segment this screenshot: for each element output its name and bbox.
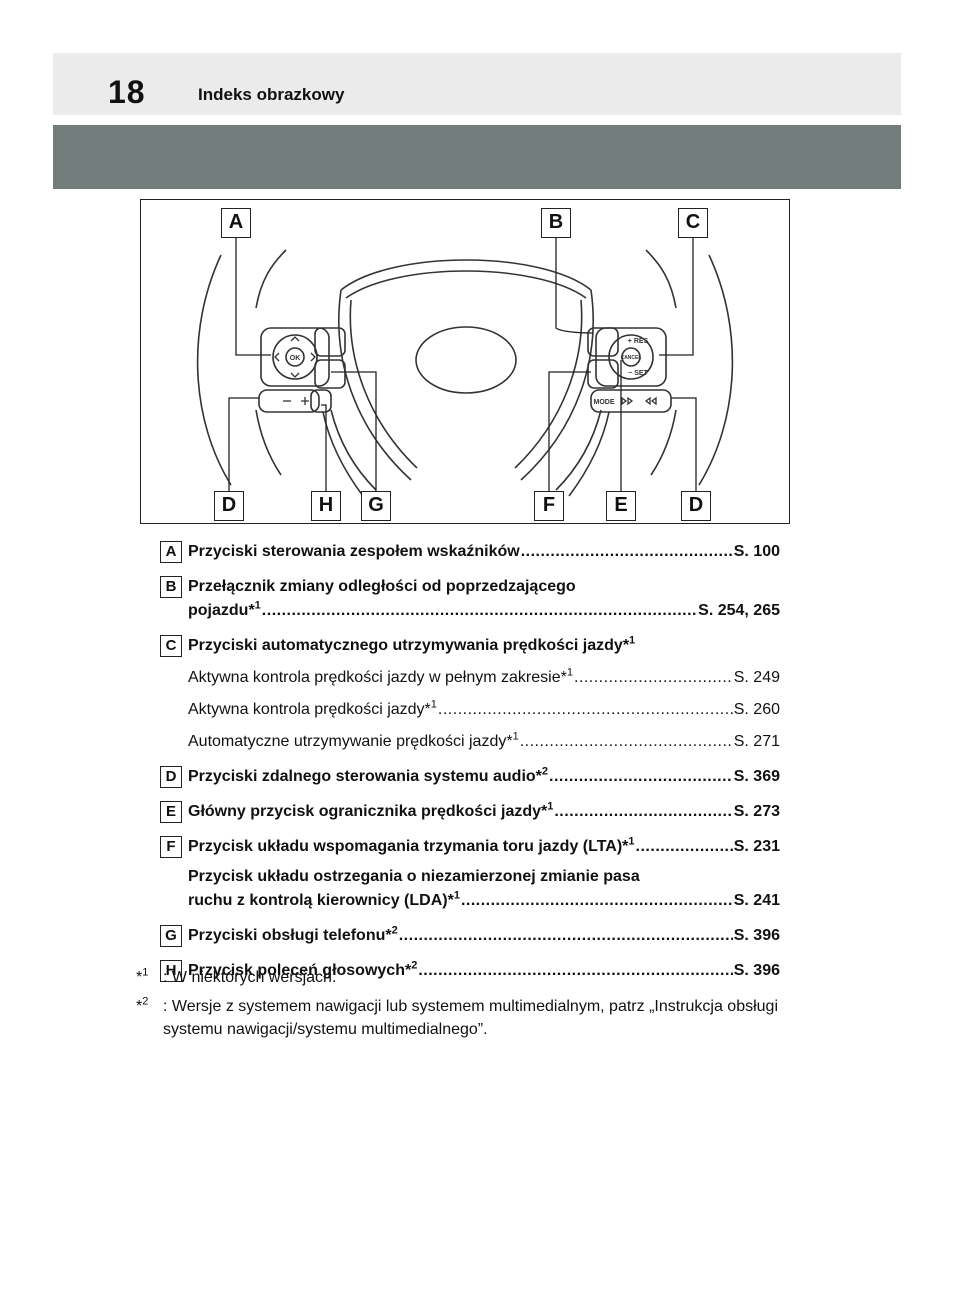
entry-key: B [160,576,182,598]
page-number: 18 [108,74,146,110]
entry-heading: Przyciski automatycznego utrzymywania pr… [188,637,630,654]
entry-page: S. 241 [733,892,780,909]
footnote-ref: 1 [629,634,636,647]
entry-text: pojazdu* [188,602,255,619]
arrow-icons [274,336,657,406]
footnote-ref: 1 [254,599,261,612]
cancel-button-label: CANCEL [621,355,642,361]
entry-h: H Przycisk poleceń głosowych*2 S. 396 [160,959,780,983]
label-g: G [361,491,391,521]
entry-sub-text: Aktywna kontrola prędkości jazdy w pełny… [188,669,567,686]
entry-key: E [160,801,182,823]
entry-text: Przyciski obsługi telefonu* [188,927,392,944]
label-c: C [678,208,708,238]
entry-key: C [160,635,182,657]
steering-wheel-figure: OK + RES CANCEL − SET MODE [140,199,790,524]
entry-page: S. 271 [733,733,780,750]
entry-sub-text: Automatyczne utrzymywanie prędkości jazd… [188,733,513,750]
entry-page: S. 369 [733,768,780,785]
entry-page: S. 260 [733,701,780,718]
header-bar [53,53,901,115]
entry-text: Przełącznik zmiany odległości od poprzed… [188,578,576,595]
entry-text: Przycisk układu ostrzegania o niezamierz… [188,868,640,885]
footnote-text: : Wersje z systemem nawigacji lub system… [163,998,779,1038]
set-button-label: − SET [628,370,648,377]
section-title: Indeks obrazkowy [198,85,345,104]
entry-e: E Główny przycisk ogranicznika prędkości… [160,800,780,824]
footnote-ref: 1 [566,666,573,679]
entry-d: D Przyciski zdalnego sterowania systemu … [160,765,780,789]
res-button-label: + RES [628,338,649,345]
entry-page: S. 100 [733,543,780,560]
footnote-ref: 2 [391,924,398,937]
entry-page: S. 273 [733,803,780,820]
label-d-left: D [214,491,244,521]
entry-page: S. 254, 265 [698,602,780,619]
label-h: H [311,491,341,521]
steering-wheel-diagram: OK + RES CANCEL − SET MODE [196,235,734,497]
entry-f: F Przycisk układu wspomagania trzymania … [160,835,780,913]
entry-key: F [160,836,182,858]
mode-button-label: MODE [594,399,615,406]
entry-text: Przycisk poleceń głosowych* [188,962,412,979]
legend-entries: A Przyciski sterowania zespołem wskaźnik… [160,540,780,994]
entry-c: C Przyciski automatycznego utrzymywania … [160,634,780,754]
entry-text: Przyciski zdalnego sterowania systemu au… [188,768,542,785]
footnote-2: *2 : Wersje z systemem nawigacji lub sys… [136,995,779,1038]
footnotes: *1 : W niektórych wersjach. *2 : Wersje … [136,966,796,1047]
label-a: A [221,208,251,238]
footnote-1: *1 : W niektórych wersjach. [136,966,337,986]
entry-text: Główny przycisk ogranicznika prędkości j… [188,803,548,820]
entry-key: A [160,541,182,563]
label-e: E [606,491,636,521]
entry-sub-text: Aktywna kontrola prędkości jazdy* [188,701,431,718]
entry-page: S. 396 [733,962,780,979]
entry-key: D [160,766,182,788]
footnote-ref: 1 [430,698,437,711]
entry-a: A Przyciski sterowania zespołem wskaźnik… [160,540,780,564]
footnote-ref: 2 [541,765,549,778]
entry-key: G [160,925,182,947]
entry-g: G Przyciski obsługi telefonu*2 S. 396 [160,924,780,948]
label-f: F [534,491,564,521]
entry-b: B Przełącznik zmiany odległości od poprz… [160,575,780,623]
label-b: B [541,208,571,238]
footnote-text: : W niektórych wersjach. [163,969,337,986]
entry-text: Przyciski sterowania zespołem wskaźników [188,543,520,560]
entry-page: S. 396 [733,927,780,944]
section-band [53,125,901,189]
label-d-right: D [681,491,711,521]
entry-text: ruchu z kontrolą kierownicy (LDA)* [188,892,454,909]
footnote-ref: 1 [453,889,460,902]
entry-text: Przycisk układu wspomagania trzymania to… [188,838,629,855]
entry-page: S. 231 [733,838,780,855]
footnote-ref: 1 [512,730,519,743]
entry-page: S. 249 [733,669,780,686]
ok-button-label: OK [290,355,301,362]
footnote-ref: 2 [411,959,418,972]
footnote-ref: 1 [547,800,554,813]
footnote-ref: 1 [628,835,635,848]
entry-key: H [160,960,182,982]
